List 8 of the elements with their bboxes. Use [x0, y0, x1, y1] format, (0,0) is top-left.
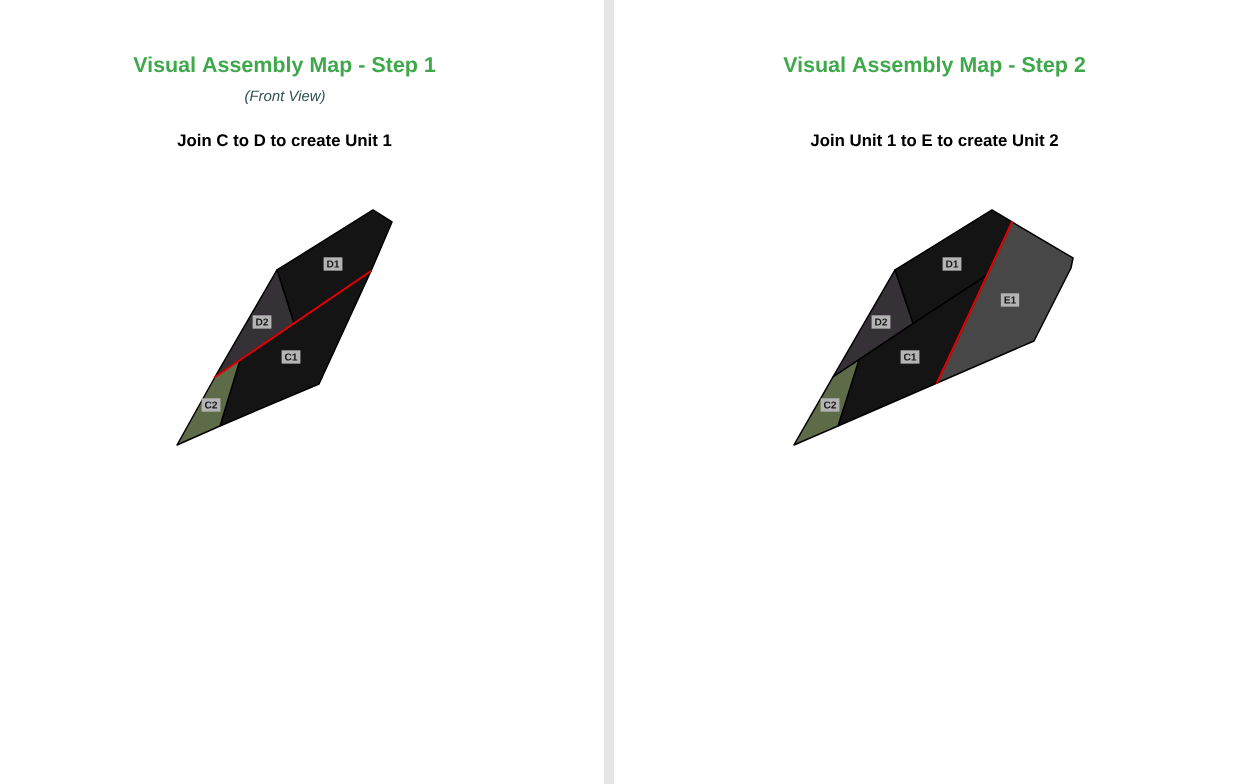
quilt-piece: C2 — [176, 359, 241, 446]
step-instruction: Join Unit 1 to E to create Unit 2 — [810, 133, 1058, 147]
quilt-piece: C2 — [793, 358, 860, 446]
step-instruction: Join C to D to create Unit 1 — [177, 133, 392, 147]
quilt-piece: D1 — [276, 209, 393, 325]
page-title: Visual Assembly Map - Step 2 — [783, 56, 1085, 77]
view-caption: (Front View) — [245, 90, 325, 105]
page-title: Visual Assembly Map - Step 1 — [133, 56, 436, 77]
